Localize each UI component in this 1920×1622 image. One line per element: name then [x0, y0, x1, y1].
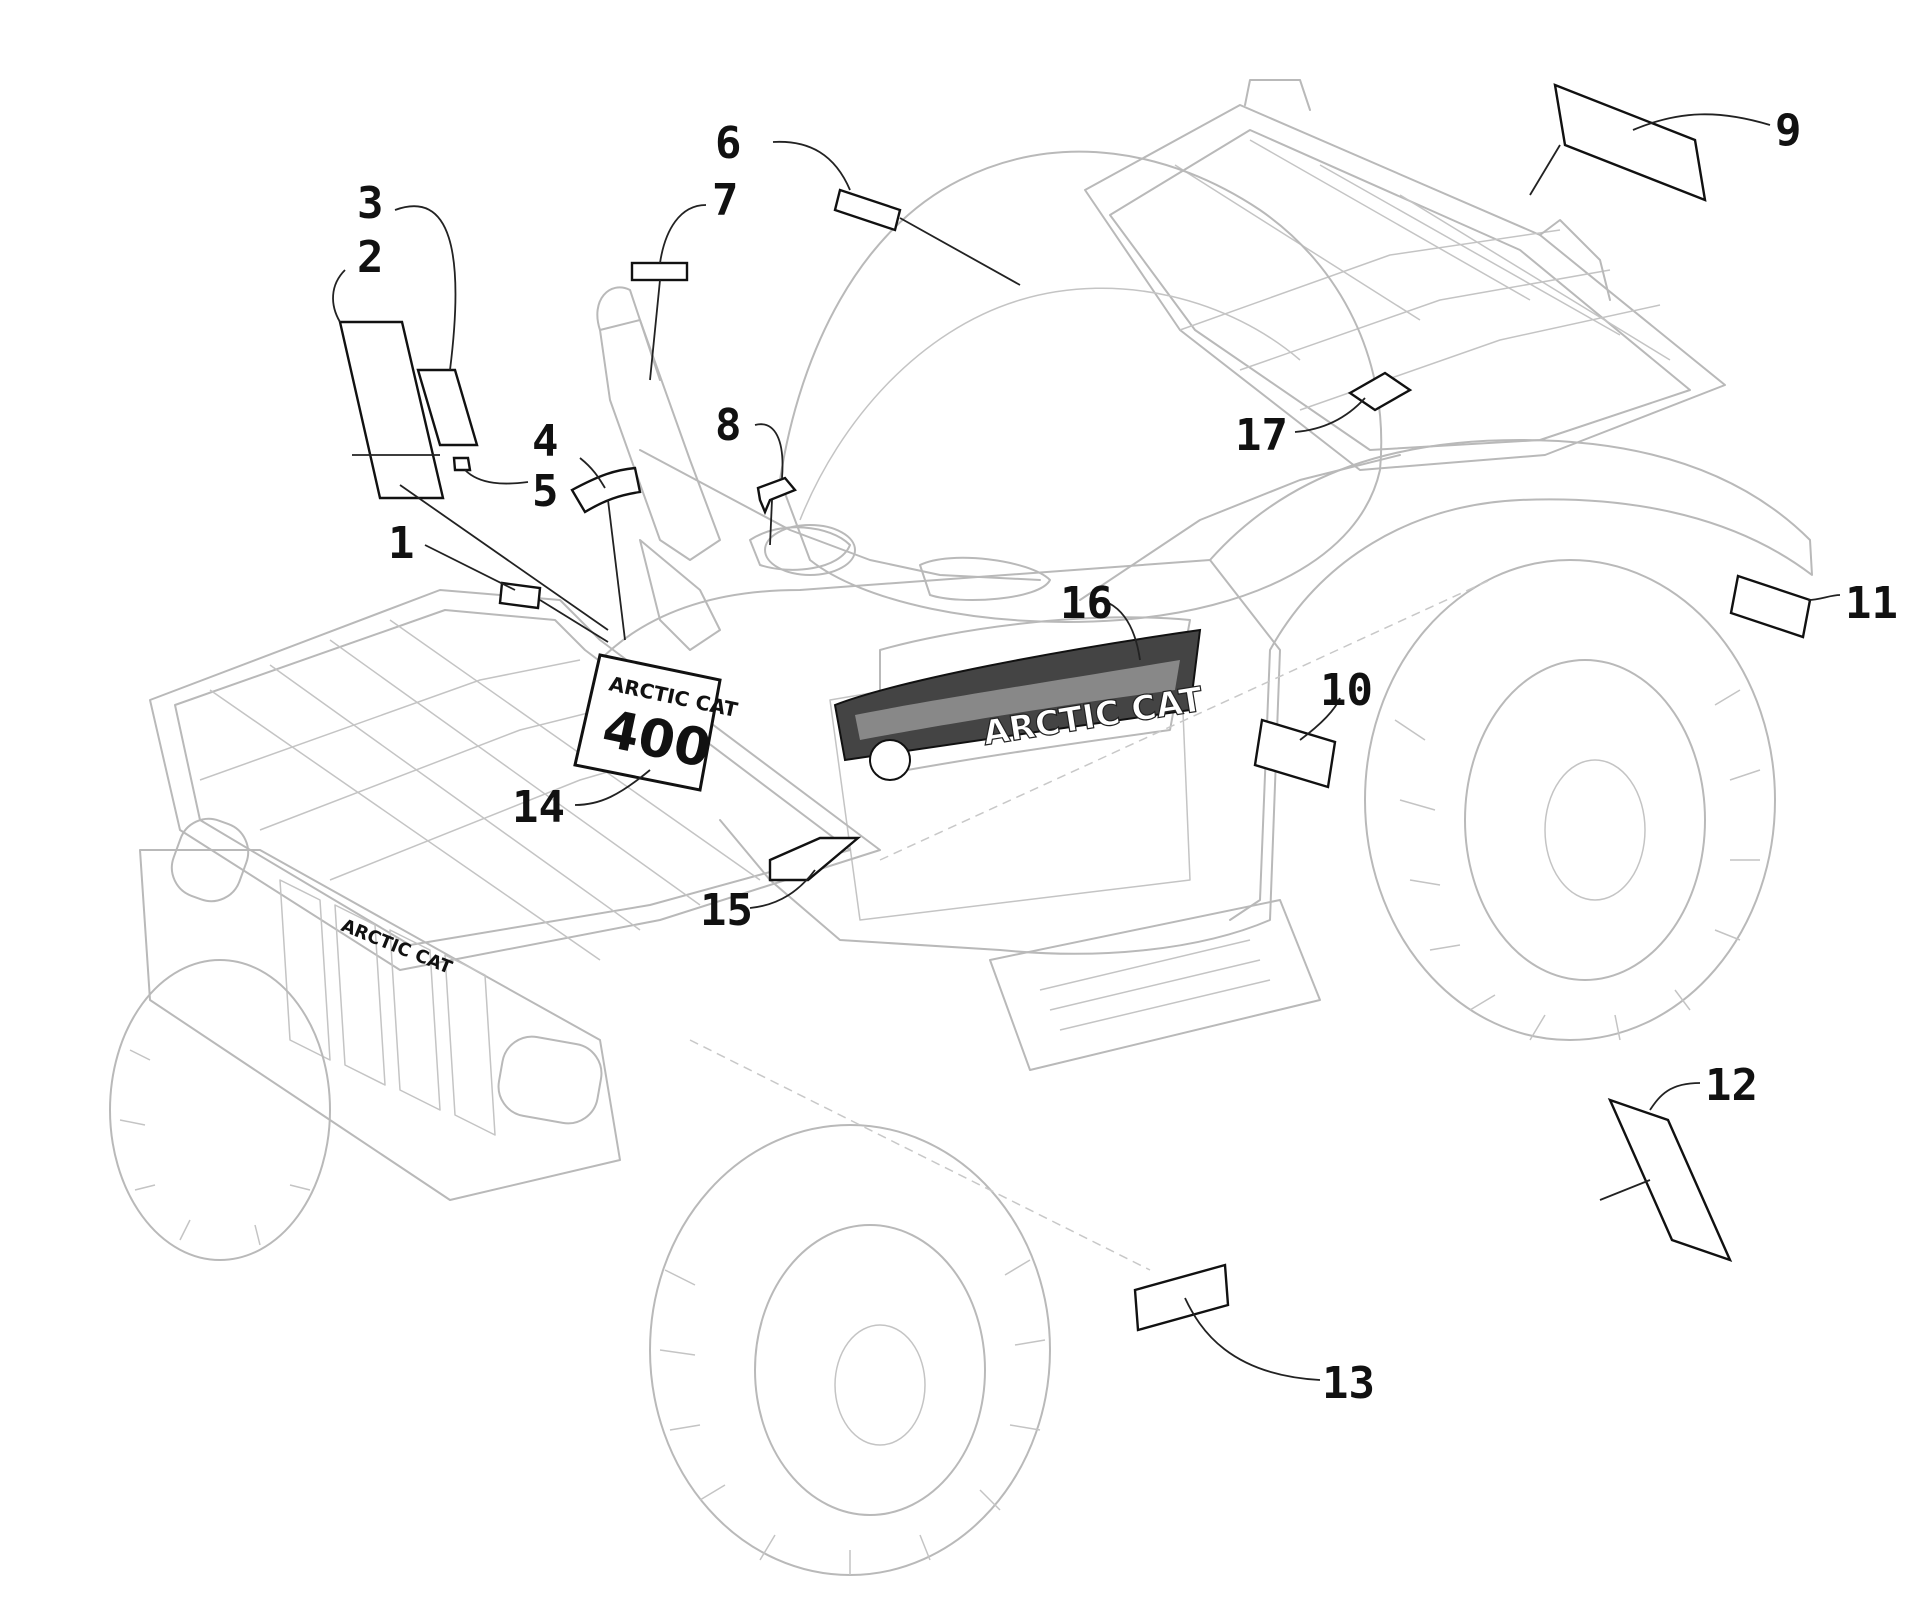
decals [338, 83, 1812, 1332]
rear-wheel [1364, 559, 1776, 1041]
callout-15: 15 [700, 885, 753, 936]
decal-7 [630, 261, 689, 282]
front-rack [149, 589, 881, 971]
front-hood-decal: ARCTIC CAT 400 [573, 653, 740, 792]
side-panel-decal: ARCTIC CAT [833, 628, 1207, 781]
callout-8: 8 [715, 400, 742, 451]
callout-3: 3 [357, 178, 384, 229]
front-bumper [139, 817, 621, 1201]
decal-12 [1607, 1097, 1733, 1263]
callout-2: 2 [357, 232, 384, 283]
callout-14: 14 [512, 782, 565, 833]
decal-5 [452, 456, 472, 472]
callout-numbers: 1 2 3 4 5 6 7 8 9 10 11 12 13 14 15 16 1… [357, 105, 1898, 1409]
atv-line-art [109, 79, 1813, 1576]
decal-4 [570, 466, 642, 514]
rear-fender [1079, 439, 1813, 921]
front-right-wheel [649, 1124, 1051, 1576]
callout-1: 1 [388, 518, 415, 569]
decal-8 [756, 476, 797, 516]
front-left-wheel [109, 959, 331, 1261]
decal-6 [833, 188, 902, 232]
callout-13: 13 [1322, 1358, 1375, 1409]
decal-11 [1729, 574, 1812, 639]
callout-12: 12 [1705, 1060, 1758, 1111]
leader-lines [332, 113, 1841, 1381]
callout-11: 11 [1845, 578, 1898, 629]
decal-3 [416, 368, 479, 447]
decal-2 [338, 320, 445, 500]
callout-16: 16 [1060, 578, 1113, 629]
decal-15 [768, 836, 862, 882]
decal-10 [1253, 718, 1337, 789]
callout-9: 9 [1775, 105, 1802, 156]
callout-5: 5 [532, 466, 559, 517]
decal-17 [1347, 371, 1413, 412]
footrest [989, 899, 1321, 1071]
callout-17: 17 [1235, 410, 1288, 461]
handlebars [596, 286, 1051, 651]
decal-13 [1133, 1263, 1230, 1332]
callout-10: 10 [1320, 665, 1373, 716]
callout-4: 4 [532, 416, 559, 467]
callout-7: 7 [712, 175, 739, 226]
decal-1 [498, 581, 542, 610]
decal-9 [1553, 83, 1707, 202]
grille-brand-text: ARCTIC CAT [338, 915, 455, 979]
callout-6: 6 [715, 118, 742, 169]
